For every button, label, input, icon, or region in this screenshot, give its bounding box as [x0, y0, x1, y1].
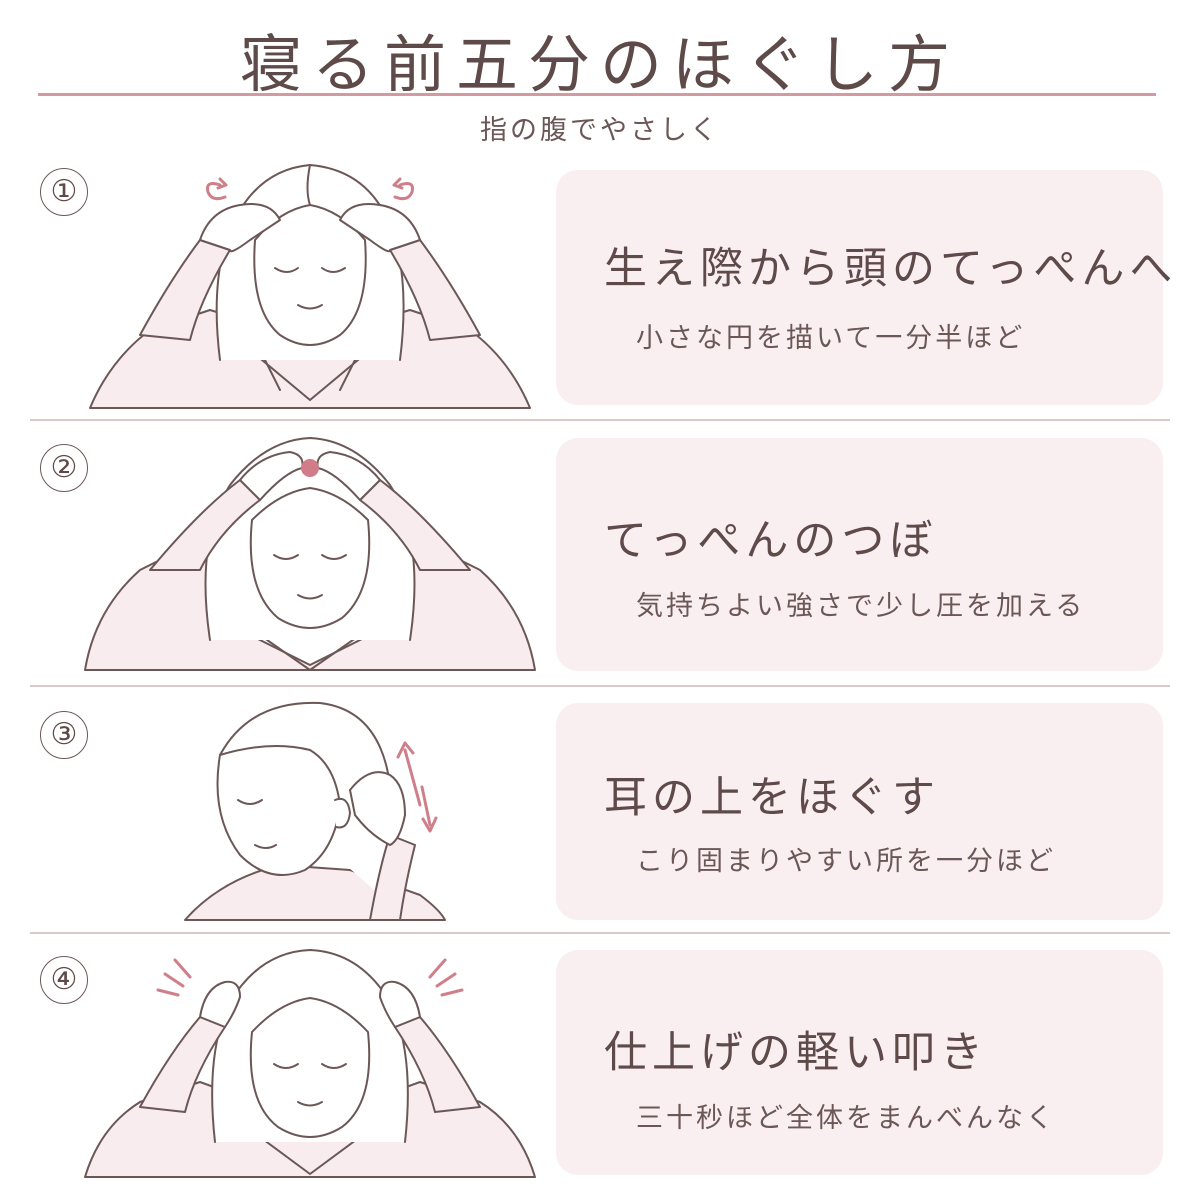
step-description: 気持ちよい強さで少し圧を加える	[636, 591, 1086, 622]
step-title: 生え際から頭のてっぺんへ	[604, 244, 1178, 294]
step-number: ①	[40, 168, 88, 216]
step-3: ③ 耳の上をほぐす こり固まりやすい所を一分ほど	[0, 695, 1200, 925]
step-title: てっぺんのつぼ	[604, 516, 938, 566]
step-number: ②	[40, 444, 88, 492]
page-subtitle: 指の腹でやさしく	[480, 115, 720, 146]
step-divider	[30, 932, 1170, 934]
step-title: 耳の上をほぐす	[604, 773, 940, 823]
step-title: 仕上げの軽い叩き	[604, 1028, 988, 1078]
woman-massaging-above-ear-icon	[184, 701, 446, 921]
title-underline	[38, 93, 1156, 96]
step-number: ④	[40, 956, 88, 1004]
woman-massaging-hairline-icon	[89, 164, 531, 409]
step-2: ② てっぺんのつぼ 気持ちよい強さで少し圧を加える	[0, 430, 1200, 675]
woman-tapping-head-icon	[84, 949, 536, 1178]
step-1: ① 生え際から頭のてっぺんへ 小さな円を描いて一分半ほど	[0, 160, 1200, 415]
step-card: 仕上げの軽い叩き 三十秒ほど全体をまんべんなく	[556, 950, 1163, 1175]
step-divider	[30, 685, 1170, 687]
step-divider	[30, 419, 1170, 421]
step-card: てっぺんのつぼ 気持ちよい強さで少し圧を加える	[556, 438, 1163, 671]
woman-pressing-crown-icon	[84, 437, 536, 671]
step-number: ③	[40, 711, 88, 759]
step-card: 生え際から頭のてっぺんへ 小さな円を描いて一分半ほど	[556, 170, 1172, 405]
step-description: 小さな円を描いて一分半ほど	[636, 323, 1026, 354]
step-description: 三十秒ほど全体をまんべんなく	[636, 1103, 1056, 1134]
step-description: こり固まりやすい所を一分ほど	[636, 846, 1056, 877]
step-card: 耳の上をほぐす こり固まりやすい所を一分ほど	[556, 703, 1163, 920]
page-title: 寝る前五分のほぐし方	[239, 28, 960, 101]
step-4: ④ 仕上げの軽い叩き 三十秒ほど全体をまんべんなく	[0, 942, 1200, 1182]
